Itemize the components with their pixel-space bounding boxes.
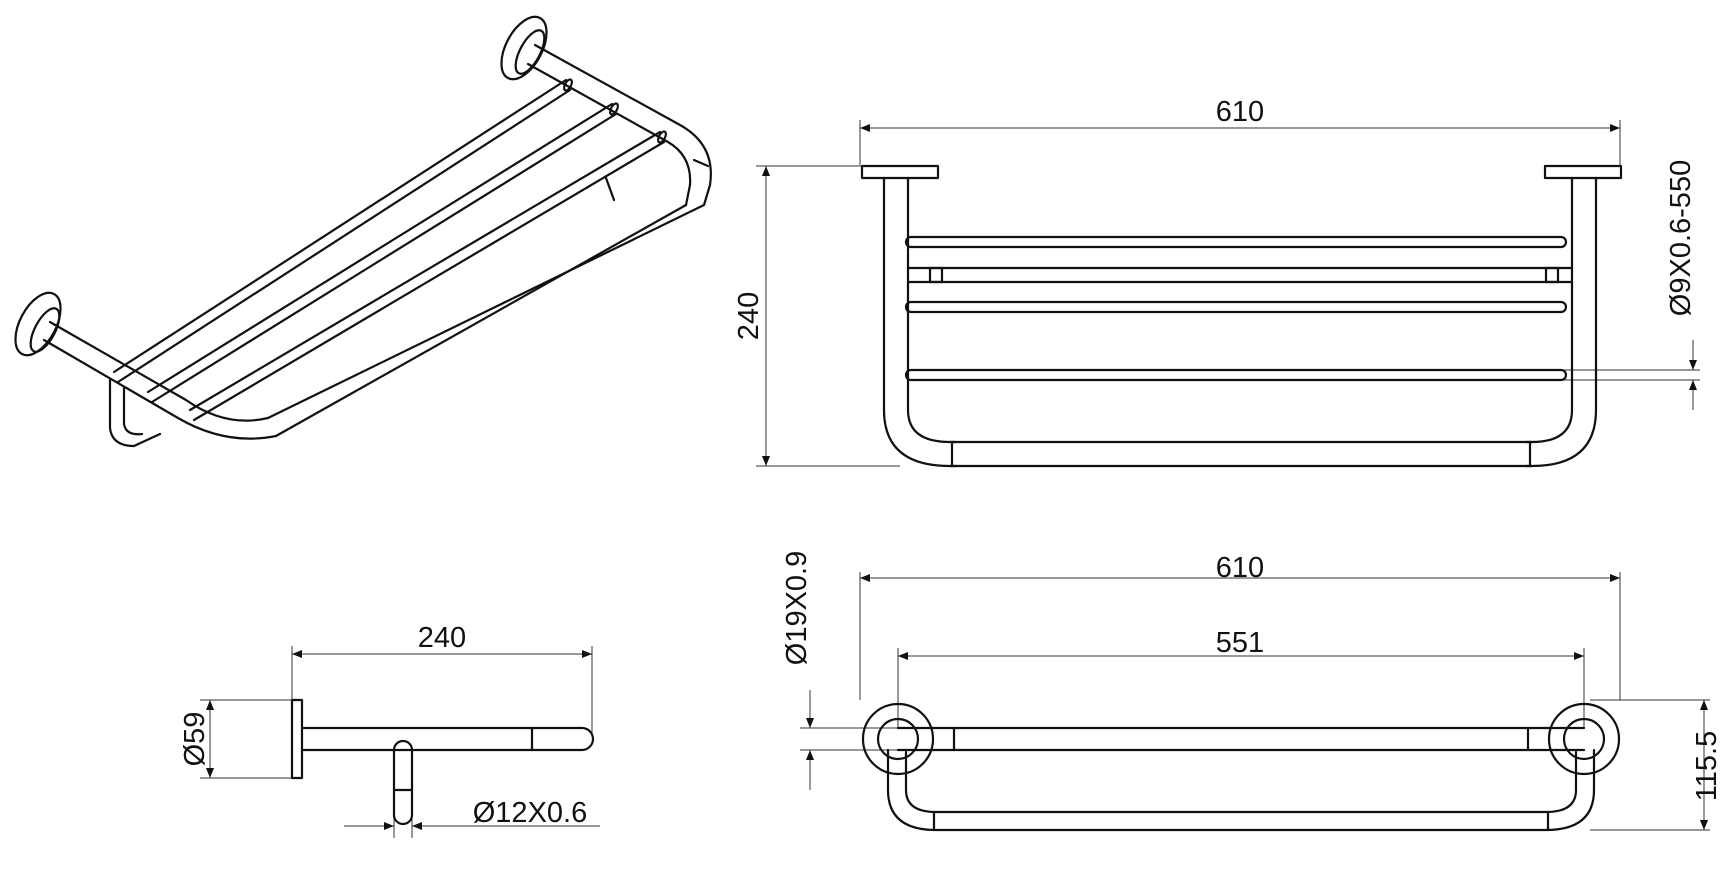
top-width-label: 610	[1216, 552, 1264, 584]
front-width-label: 610	[1216, 96, 1264, 128]
top-main-tube-label: Ø19X0.9	[781, 551, 813, 665]
front-rail-tube-label: Ø9X0.6-550	[1665, 160, 1697, 316]
top-view: 610 551 Ø19X0.9 115.5	[781, 551, 1723, 832]
side-view: 240 Ø59 Ø12X0.6	[179, 622, 600, 838]
top-inner-width-label: 551	[1216, 627, 1264, 659]
side-tube-label: Ø12X0.6	[473, 797, 587, 829]
top-depth-label: 115.5	[1691, 731, 1723, 801]
front-view: 610 240 Ø9X0.6-550	[733, 96, 1700, 468]
front-height-label: 240	[733, 292, 765, 340]
side-flange-label: Ø59	[179, 712, 211, 767]
side-depth-label: 240	[418, 622, 466, 654]
isometric-view	[14, 15, 712, 448]
